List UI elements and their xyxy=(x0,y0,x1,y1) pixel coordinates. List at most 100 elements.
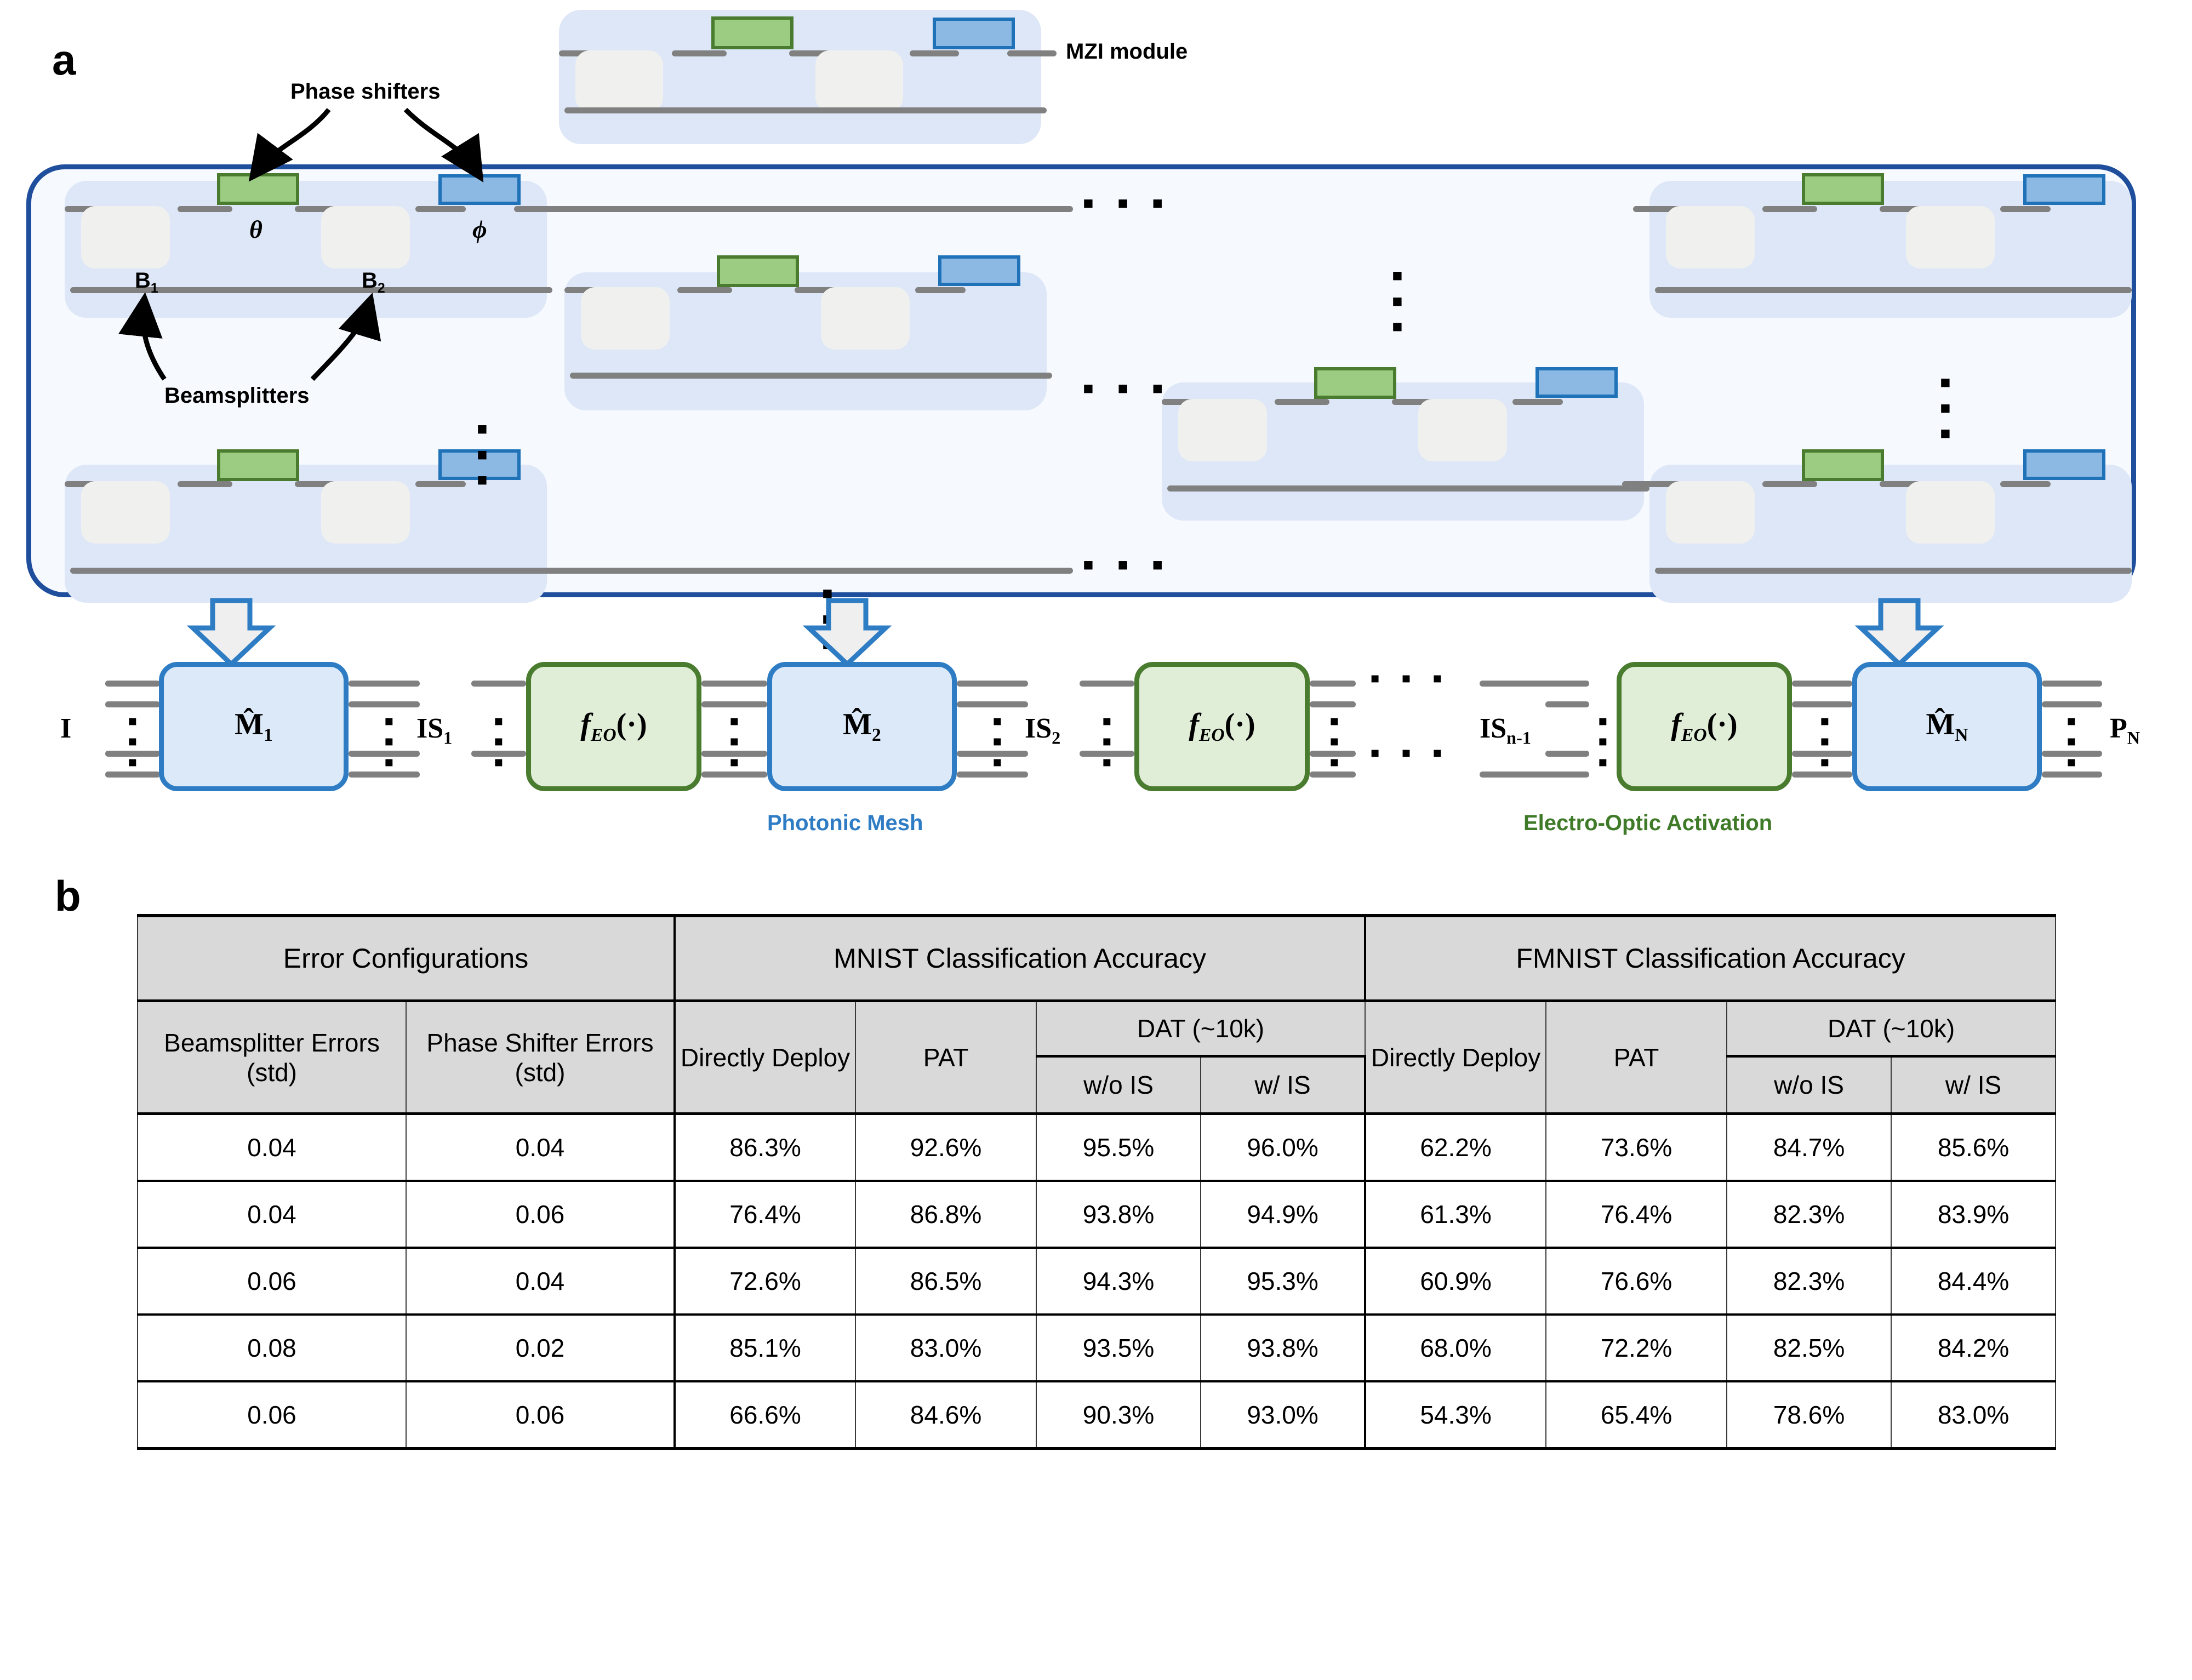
cell-mnist-dd: 72.6% xyxy=(674,1247,857,1315)
mesh-ellipsis-vertical: ▪▪▪ xyxy=(1391,256,1403,345)
rail xyxy=(1080,751,1134,757)
rail-ellipsis: ▪▪▪ xyxy=(2066,705,2077,778)
cell-mnist-dd: 86.3% xyxy=(674,1112,857,1181)
block-label: M̂2 xyxy=(843,707,881,746)
beamsplitter xyxy=(1178,399,1267,461)
block-activation-2[interactable]: fEO(·) xyxy=(1134,662,1310,791)
cell-fmnist-dd: 61.3% xyxy=(1365,1180,1547,1248)
rail xyxy=(1792,772,1852,778)
rail xyxy=(1545,751,1589,757)
mzi-module-label: MZI module xyxy=(1066,39,1188,64)
cell-ps-error: 0.06 xyxy=(405,1180,676,1248)
phase-shifter-phi xyxy=(2023,449,2105,480)
cell-mnist-dat-wi: 95.3% xyxy=(1200,1247,1367,1315)
table-row: 0.06 0.06 66.6% 84.6% 90.3% 93.0% 54.3% … xyxy=(137,1380,2057,1450)
phi-symbol: ϕ xyxy=(472,215,487,243)
waveguide xyxy=(1655,568,2132,574)
phase-shifter-phi xyxy=(938,255,1020,286)
rail xyxy=(349,772,420,778)
rail-ellipsis: ▪▪▪ xyxy=(729,705,740,778)
cell-fmnist-dd: 54.3% xyxy=(1365,1380,1547,1450)
waveguide xyxy=(178,206,232,212)
group-header-error-config: Error Configurations xyxy=(136,914,676,1002)
subheader-fmnist-dat-w-is: w/ IS xyxy=(1891,1055,2057,1115)
beamsplitter xyxy=(575,50,663,112)
rail xyxy=(471,751,526,757)
waveguide xyxy=(295,206,347,212)
subheader-phase-shifter-errors: Phase Shifter Errors (std) xyxy=(405,999,676,1115)
cell-fmnist-dat-wi: 84.4% xyxy=(1891,1247,2057,1315)
phase-shifter-theta xyxy=(1802,449,1884,481)
rail xyxy=(957,701,1028,707)
phase-shifter-phi xyxy=(933,18,1015,49)
rail xyxy=(1310,772,1356,778)
group-header-mnist: MNIST Classification Accuracy xyxy=(674,914,1367,1002)
subheader-fmnist-dat: DAT (~10k) xyxy=(1726,999,2057,1058)
beamsplitter xyxy=(815,50,903,112)
waveguide xyxy=(178,481,232,487)
rail xyxy=(105,701,160,707)
block-label: fEO(·) xyxy=(1671,707,1738,746)
block-activation-1[interactable]: fEO(·) xyxy=(526,662,701,791)
beamsplitter xyxy=(1906,481,1995,544)
rail-ellipsis: ▪▪▪ xyxy=(127,705,138,778)
beamsplitter xyxy=(581,287,670,350)
mesh-ellipsis-vertical: ▪▪▪ xyxy=(476,410,488,499)
block-label: M̂N xyxy=(1926,707,1968,746)
cell-mnist-dat-wi: 94.9% xyxy=(1200,1180,1367,1248)
mesh-ellipsis-vertical: ▪▪▪ xyxy=(1939,363,1951,452)
table-row: 0.04 0.06 76.4% 86.8% 93.8% 94.9% 61.3% … xyxy=(137,1180,2057,1248)
rail-ellipsis: ▪▪▪ xyxy=(384,705,395,778)
block-label: fEO(·) xyxy=(1189,707,1255,746)
theta-symbol: θ xyxy=(249,215,262,243)
cell-mnist-pat: 86.5% xyxy=(855,1247,1037,1315)
waveguide xyxy=(1880,481,1932,487)
table-body: 0.04 0.04 86.3% 92.6% 95.5% 96.0% 62.2% … xyxy=(137,1112,2057,1450)
waveguide xyxy=(789,50,842,56)
block-mesh-m2[interactable]: M̂2 xyxy=(767,662,957,791)
rail xyxy=(1545,701,1589,707)
rail xyxy=(957,772,1028,778)
waveguide xyxy=(672,50,727,56)
cell-mnist-dat-wo: 90.3% xyxy=(1036,1380,1202,1450)
rail xyxy=(1310,681,1356,687)
results-table: Error Configurations MNIST Classificatio… xyxy=(136,914,2057,1450)
rail xyxy=(1792,701,1852,707)
rail xyxy=(349,701,420,707)
photonic-mesh-legend: Photonic Mesh xyxy=(767,811,923,835)
block-label: fEO(·) xyxy=(580,707,647,746)
rail-ellipsis: ▪▪▪ xyxy=(1329,705,1340,778)
rail-ellipsis: ▪▪▪ xyxy=(992,705,1003,778)
rail xyxy=(105,772,160,778)
block-mesh-m1[interactable]: M̂1 xyxy=(159,662,349,791)
beamsplitter-b1 xyxy=(81,206,170,268)
subheader-mnist-dat-wo-is: w/o IS xyxy=(1036,1055,1202,1115)
table-group-header-row: Error Configurations MNIST Classificatio… xyxy=(136,914,2057,1002)
cell-mnist-dd: 85.1% xyxy=(674,1313,857,1382)
rail xyxy=(957,751,1028,757)
beamsplitter xyxy=(321,481,410,544)
cell-mnist-dd: 76.4% xyxy=(674,1180,857,1248)
waveguide xyxy=(2000,481,2051,487)
waveguide xyxy=(295,481,347,487)
waveguide xyxy=(677,287,732,293)
waveguide xyxy=(415,206,466,212)
cell-fmnist-dd: 60.9% xyxy=(1365,1247,1547,1315)
rail xyxy=(1480,681,1589,687)
rail-ellipsis: ▪▪▪ xyxy=(1597,705,1608,778)
subheader-mnist-pat: PAT xyxy=(855,999,1037,1115)
waveguide xyxy=(1167,485,1649,492)
cell-mnist-dat-wi: 96.0% xyxy=(1200,1112,1367,1181)
cell-ps-error: 0.06 xyxy=(405,1380,676,1450)
cell-bs-error: 0.04 xyxy=(137,1112,407,1181)
cell-mnist-dat-wo: 93.8% xyxy=(1036,1180,1202,1248)
is-label-n-1: ISn-1 xyxy=(1480,713,1531,748)
beamsplitter xyxy=(1906,206,1995,268)
block-activation-n[interactable]: fEO(·) xyxy=(1617,662,1792,791)
waveguide xyxy=(1275,399,1329,405)
rail xyxy=(2042,751,2102,757)
cell-ps-error: 0.02 xyxy=(405,1313,676,1382)
block-mesh-mn[interactable]: M̂N xyxy=(1852,662,2042,791)
rail xyxy=(2042,772,2102,778)
waveguide xyxy=(795,287,847,293)
